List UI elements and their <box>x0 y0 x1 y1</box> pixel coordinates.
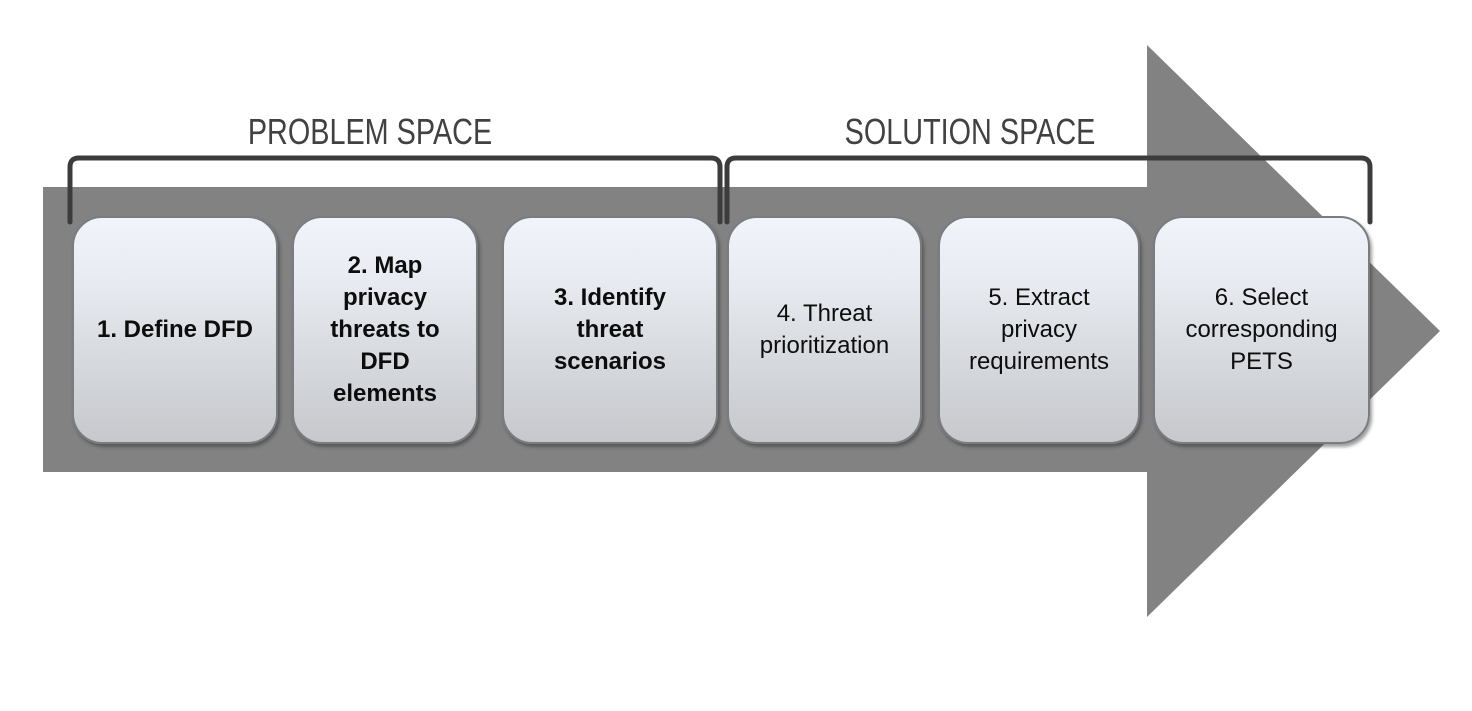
step-box-2: 2. Map privacy threats to DFD elements <box>292 216 478 444</box>
step-box-3: 3. Identify threat scenarios <box>502 216 718 444</box>
step-label-2: 2. Map privacy threats to DFD elements <box>330 252 440 407</box>
step-box-1: 1. Define DFD <box>72 216 278 444</box>
step-box-4: 4. Threat prioritization <box>727 216 922 444</box>
step-label-5: 5. Extract privacy requirements <box>968 284 1110 375</box>
solution-space-bracket <box>724 155 1373 225</box>
step-label-4: 4. Threat prioritization <box>759 300 890 359</box>
step-box-6: 6. Select corresponding PETS <box>1153 216 1370 444</box>
step-box-5: 5. Extract privacy requirements <box>938 216 1140 444</box>
step-label-1: 1. Define DFD <box>96 316 254 343</box>
step-label-6: 6. Select corresponding PETS <box>1185 284 1338 375</box>
problem-space-bracket <box>67 155 723 225</box>
step-label-3: 3. Identify threat scenarios <box>553 284 667 375</box>
solution-space-label: SOLUTION SPACE <box>844 111 1096 152</box>
problem-space-label: PROBLEM SPACE <box>247 111 493 152</box>
